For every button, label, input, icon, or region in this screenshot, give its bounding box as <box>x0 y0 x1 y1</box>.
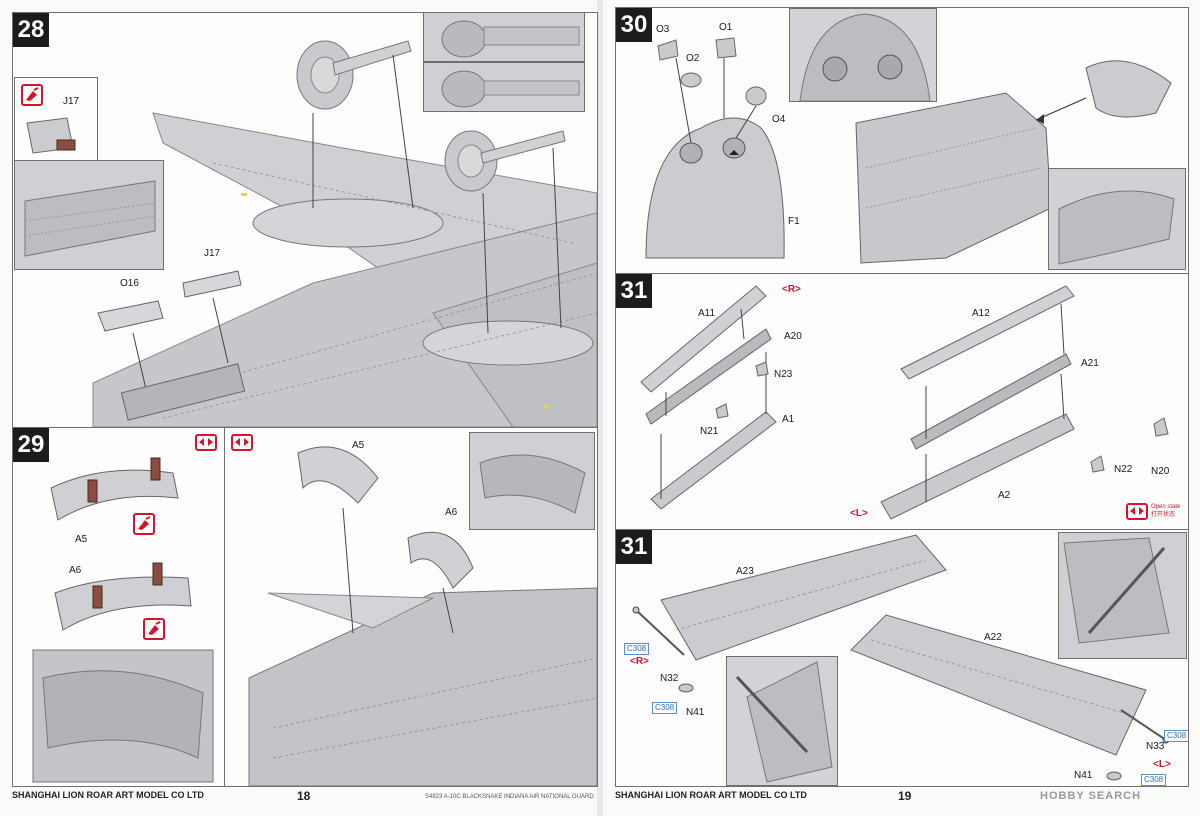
right-footer-company: SHANGHAI LION ROAR ART MODEL CO LTD <box>615 790 807 800</box>
open-state-label-cn: 打开状态 <box>1151 512 1176 518</box>
step-29-panel: 29 A5 A6 A5 A6 <box>12 427 598 787</box>
part-label-a2: A2 <box>998 490 1011 501</box>
part-label-a1: A1 <box>782 414 795 425</box>
step-31a-panel: 31 <R> <L> A11 A20 N23 N21 A1 A12 A21 N2… <box>615 273 1189 530</box>
watermark: HOBBY SEARCH <box>1040 790 1142 802</box>
step-30-cone-inset <box>1048 168 1186 270</box>
part-label-n22: N22 <box>1114 464 1133 475</box>
part-label-j17-inset: J17 <box>63 96 80 107</box>
part-label-a20: A20 <box>784 331 802 342</box>
open-state-icon <box>231 434 253 451</box>
left-footer-product: S4823 A-10C BLACKSNAKE INDIANA AIR NATIO… <box>425 794 594 800</box>
part-label-n23: N23 <box>774 369 793 380</box>
glue-icon <box>143 618 165 640</box>
step-29-detail-inset <box>469 432 595 530</box>
step-29-number: 29 <box>13 428 49 462</box>
step-28-j17-inset: J17 <box>14 77 98 161</box>
step-30-nose-inset <box>789 8 937 102</box>
right-side-tag: <R> <box>630 656 649 667</box>
part-label-n41-right: N41 <box>1074 770 1093 781</box>
part-label-a23: A23 <box>736 566 754 577</box>
step-31b-hinge-inset <box>726 656 838 786</box>
step-31a-illustration <box>640 285 1169 520</box>
color-callout: C308 <box>1164 730 1188 742</box>
step-31a-number: 31 <box>616 274 652 308</box>
step-31b-number: 31 <box>616 530 652 564</box>
color-callout: C308 <box>652 702 678 714</box>
step-28-wheel-inset-1 <box>423 13 585 62</box>
step-31b-panel: 31 A23 A22 C308 <R> N32 C308 N41 N33 C30… <box>615 529 1189 787</box>
right-page-number: 19 <box>898 789 912 803</box>
open-state-icon <box>195 434 217 451</box>
step-28-cockpit-inset <box>14 160 164 270</box>
step-30-illustration <box>645 37 1172 264</box>
step-28-illustration <box>92 40 597 427</box>
part-label-n21: N21 <box>700 426 719 437</box>
color-callout: C308 <box>1141 774 1167 786</box>
part-label-o1: O1 <box>719 22 733 33</box>
part-label-j17: J17 <box>204 248 221 259</box>
part-label-f1: F1 <box>788 216 800 227</box>
part-label-n20: N20 <box>1151 466 1170 477</box>
glue-icon <box>133 513 155 535</box>
part-label-o16: O16 <box>120 278 139 289</box>
left-page-number: 18 <box>297 789 311 803</box>
step-30-number: 30 <box>616 8 652 42</box>
step-29-divider <box>224 428 225 786</box>
part-label-a12: A12 <box>972 308 990 319</box>
glue-icon <box>21 84 43 106</box>
color-callout: C308 <box>624 643 650 655</box>
part-label-a5: A5 <box>75 534 88 545</box>
part-label-a11: A11 <box>698 308 716 319</box>
step-29-illustration <box>32 446 597 786</box>
left-side-tag: <L> <box>1153 759 1171 770</box>
part-label-o3: O3 <box>656 24 670 35</box>
open-state-icon <box>1126 503 1148 520</box>
part-label-a5-large: A5 <box>352 440 365 451</box>
part-label-o4: O4 <box>772 114 786 125</box>
part-label-a6: A6 <box>69 565 82 576</box>
part-label-n41: N41 <box>686 707 705 718</box>
part-label-a21: A21 <box>1081 358 1099 369</box>
step-28-wheel-inset-2 <box>423 62 585 112</box>
part-label-n32: N32 <box>660 673 679 684</box>
step-28-panel: 28 <box>12 12 598 428</box>
step-28-number: 28 <box>13 13 49 47</box>
part-label-a22: A22 <box>984 632 1002 643</box>
step-30-panel: 30 O3 O1 O2 O4 F1 <box>615 7 1189 274</box>
step-31b-rod-inset <box>1058 532 1187 659</box>
part-label-o2: O2 <box>686 53 700 64</box>
open-state-label: Open state <box>1151 504 1181 510</box>
right-side-tag: <R> <box>782 284 801 295</box>
left-side-tag: <L> <box>850 508 868 519</box>
left-footer-company: SHANGHAI LION ROAR ART MODEL CO LTD <box>12 790 204 800</box>
part-label-n33: N33 <box>1146 741 1165 752</box>
page-gutter <box>597 0 603 816</box>
part-label-a6-large: A6 <box>445 507 458 518</box>
